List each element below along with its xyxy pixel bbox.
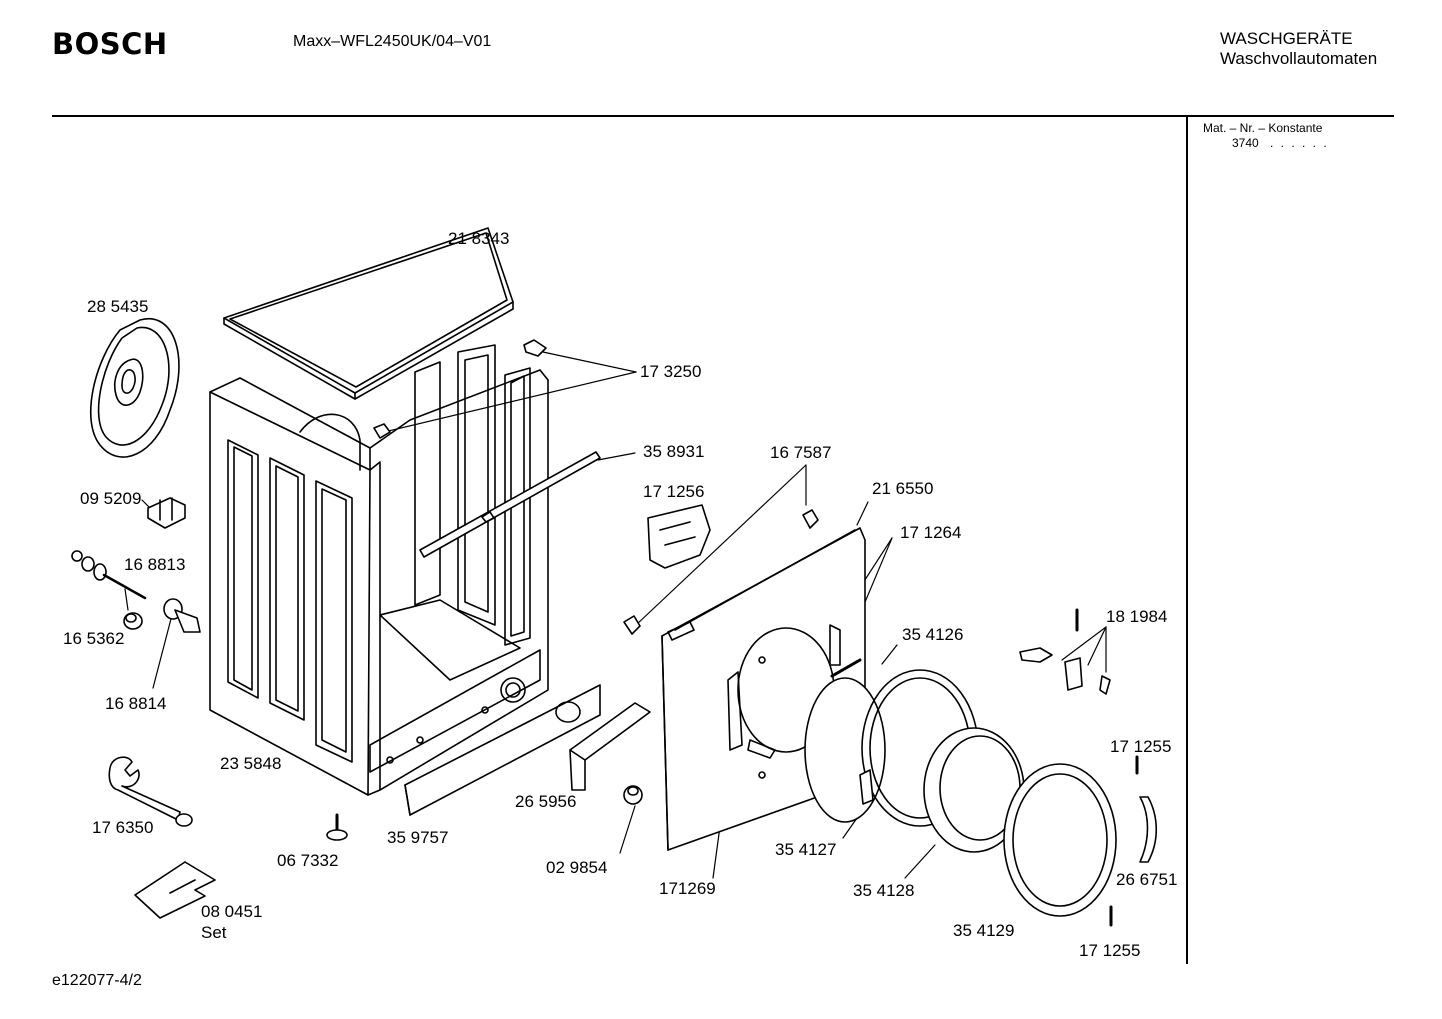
material-number-value: 3740 bbox=[1232, 136, 1259, 150]
part-label: 09 5209 bbox=[80, 489, 141, 508]
part-door-handle bbox=[1139, 796, 1158, 863]
part-label: 18 1984 bbox=[1106, 607, 1167, 626]
part-bracket bbox=[147, 497, 186, 529]
category-subtitle: Waschvollautomaten bbox=[1220, 49, 1378, 68]
part-label: 26 6751 bbox=[1116, 870, 1177, 889]
part-wrench bbox=[108, 756, 193, 827]
part-knob bbox=[623, 785, 643, 805]
part-label: 17 1264 bbox=[900, 523, 961, 542]
part-label: 35 4126 bbox=[902, 625, 963, 644]
part-cap bbox=[123, 612, 143, 630]
part-label: 171269 bbox=[659, 879, 716, 898]
side-panel-divider bbox=[1186, 116, 1188, 964]
part-hinge-clip bbox=[623, 509, 819, 635]
part-label: Set bbox=[201, 923, 227, 942]
document-id: e122077-4/2 bbox=[52, 972, 142, 989]
part-label: 35 8931 bbox=[643, 442, 704, 461]
part-cross-brace bbox=[419, 451, 601, 558]
part-label: 26 5956 bbox=[515, 792, 576, 811]
part-label: 35 4127 bbox=[775, 840, 836, 859]
part-foot bbox=[163, 598, 201, 633]
part-top-cover bbox=[223, 227, 514, 400]
part-label: 21 8343 bbox=[448, 229, 509, 248]
part-plinth-panel bbox=[404, 684, 601, 816]
part-label: 08 0451 bbox=[201, 902, 262, 921]
part-label: 21 6550 bbox=[872, 479, 933, 498]
part-label: 02 9854 bbox=[546, 858, 607, 877]
part-label: 17 1255 bbox=[1079, 941, 1140, 960]
material-number-dots: . . . . . . bbox=[1270, 136, 1329, 150]
part-label: 28 5435 bbox=[87, 297, 148, 316]
category-title: WASCHGERÄTE bbox=[1220, 29, 1353, 48]
part-label: 17 1255 bbox=[1110, 737, 1171, 756]
part-transport-bracket bbox=[134, 861, 216, 919]
part-door-outer-ring bbox=[1003, 763, 1117, 917]
part-rear-cover bbox=[89, 317, 180, 458]
part-label: 16 8814 bbox=[105, 694, 166, 713]
part-service-flap bbox=[569, 702, 651, 791]
part-door-lock bbox=[647, 504, 711, 569]
part-hinge-pin bbox=[1109, 755, 1139, 927]
part-door-glass bbox=[923, 727, 1025, 853]
part-cover-clip bbox=[373, 339, 547, 439]
part-cabinet-frame bbox=[209, 344, 549, 796]
brand-logo: BOSCH bbox=[52, 27, 168, 61]
part-adjustable-foot bbox=[326, 813, 348, 841]
part-label: 06 7332 bbox=[277, 851, 338, 870]
header-divider bbox=[52, 115, 1394, 117]
part-label: 35 4128 bbox=[853, 881, 914, 900]
part-door-inner-ring bbox=[859, 669, 979, 827]
part-number-labels: 21 8343 28 5435 17 3250 35 8931 16 7587 … bbox=[63, 229, 1177, 960]
material-number-label: Mat. – Nr. – Konstante bbox=[1203, 121, 1323, 135]
part-label: 35 4129 bbox=[953, 921, 1014, 940]
exploded-parts-diagram: 21 8343 28 5435 17 3250 35 8931 16 7587 … bbox=[63, 227, 1177, 960]
model-number: Maxx–WFL2450UK/04–V01 bbox=[293, 33, 492, 50]
part-door-hinge bbox=[1019, 608, 1111, 695]
part-label: 17 6350 bbox=[92, 818, 153, 837]
part-label: 16 5362 bbox=[63, 629, 124, 648]
part-label: 17 3250 bbox=[640, 362, 701, 381]
part-label: 16 8813 bbox=[124, 555, 185, 574]
part-label: 35 9757 bbox=[387, 828, 448, 847]
part-label: 23 5848 bbox=[220, 754, 281, 773]
part-label: 16 7587 bbox=[770, 443, 831, 462]
part-screw-assembly bbox=[71, 550, 147, 600]
part-label: 17 1256 bbox=[643, 482, 704, 501]
